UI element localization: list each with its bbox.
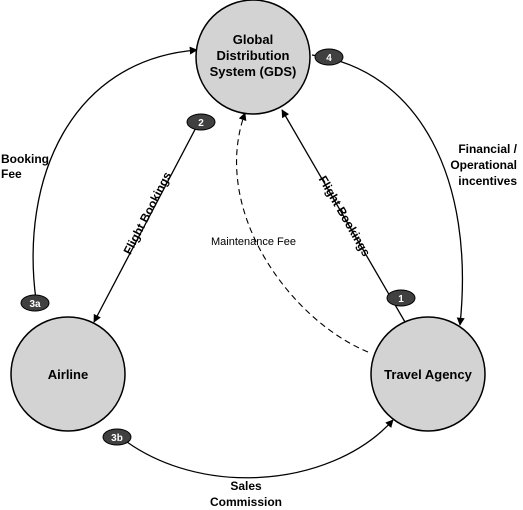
sales-commission-arrow (111, 419, 394, 479)
gds-label-line2: Distribution (217, 48, 290, 63)
sales-commission-label-line1: Sales (230, 479, 262, 493)
badge-3b-text: 3b (111, 433, 123, 444)
gds-label-line1: Global (233, 32, 273, 47)
gds-node: Global Distribution System (GDS) (195, 0, 311, 115)
booking-fee-label-line1: Booking (1, 152, 49, 166)
badge-4-text: 4 (326, 53, 332, 64)
financial-label-line2: Operational (450, 158, 517, 172)
flight-bookings-right-label: Flight Bookings (316, 173, 374, 259)
badge-1: 1 (386, 289, 416, 307)
booking-fee-arrow (32, 46, 198, 301)
badge-3a-text: 3a (29, 299, 41, 310)
flight-bookings-left-arrow (93, 119, 201, 323)
badge-4: 4 (314, 48, 344, 66)
financial-incentives-arrow (311, 54, 465, 326)
maintenance-fee-label: Maintenance Fee (211, 236, 296, 248)
booking-fee-label-line2: Fee (1, 167, 22, 181)
sales-commission-label-line2: Commission (210, 495, 282, 509)
badge-2: 2 (186, 113, 216, 131)
gds-label-line3: System (GDS) (210, 64, 297, 79)
flight-bookings-left-label: Flight Bookings (121, 169, 175, 256)
travel-agency-label: Travel Agency (384, 367, 472, 382)
financial-label-line1: Financial / (458, 142, 517, 156)
flight-bookings-right-arrow (281, 109, 406, 323)
badge-2-text: 2 (198, 118, 204, 129)
airline-label: Airline (48, 367, 88, 382)
airline-node: Airline (10, 316, 126, 432)
financial-label-line3: incentives (458, 174, 517, 188)
badge-1-text: 1 (398, 294, 404, 305)
travel-agency-node: Travel Agency (370, 316, 486, 432)
maintenance-fee-arrow (235, 112, 369, 353)
badge-3b: 3b (102, 428, 132, 446)
badge-3a: 3a (20, 294, 50, 312)
